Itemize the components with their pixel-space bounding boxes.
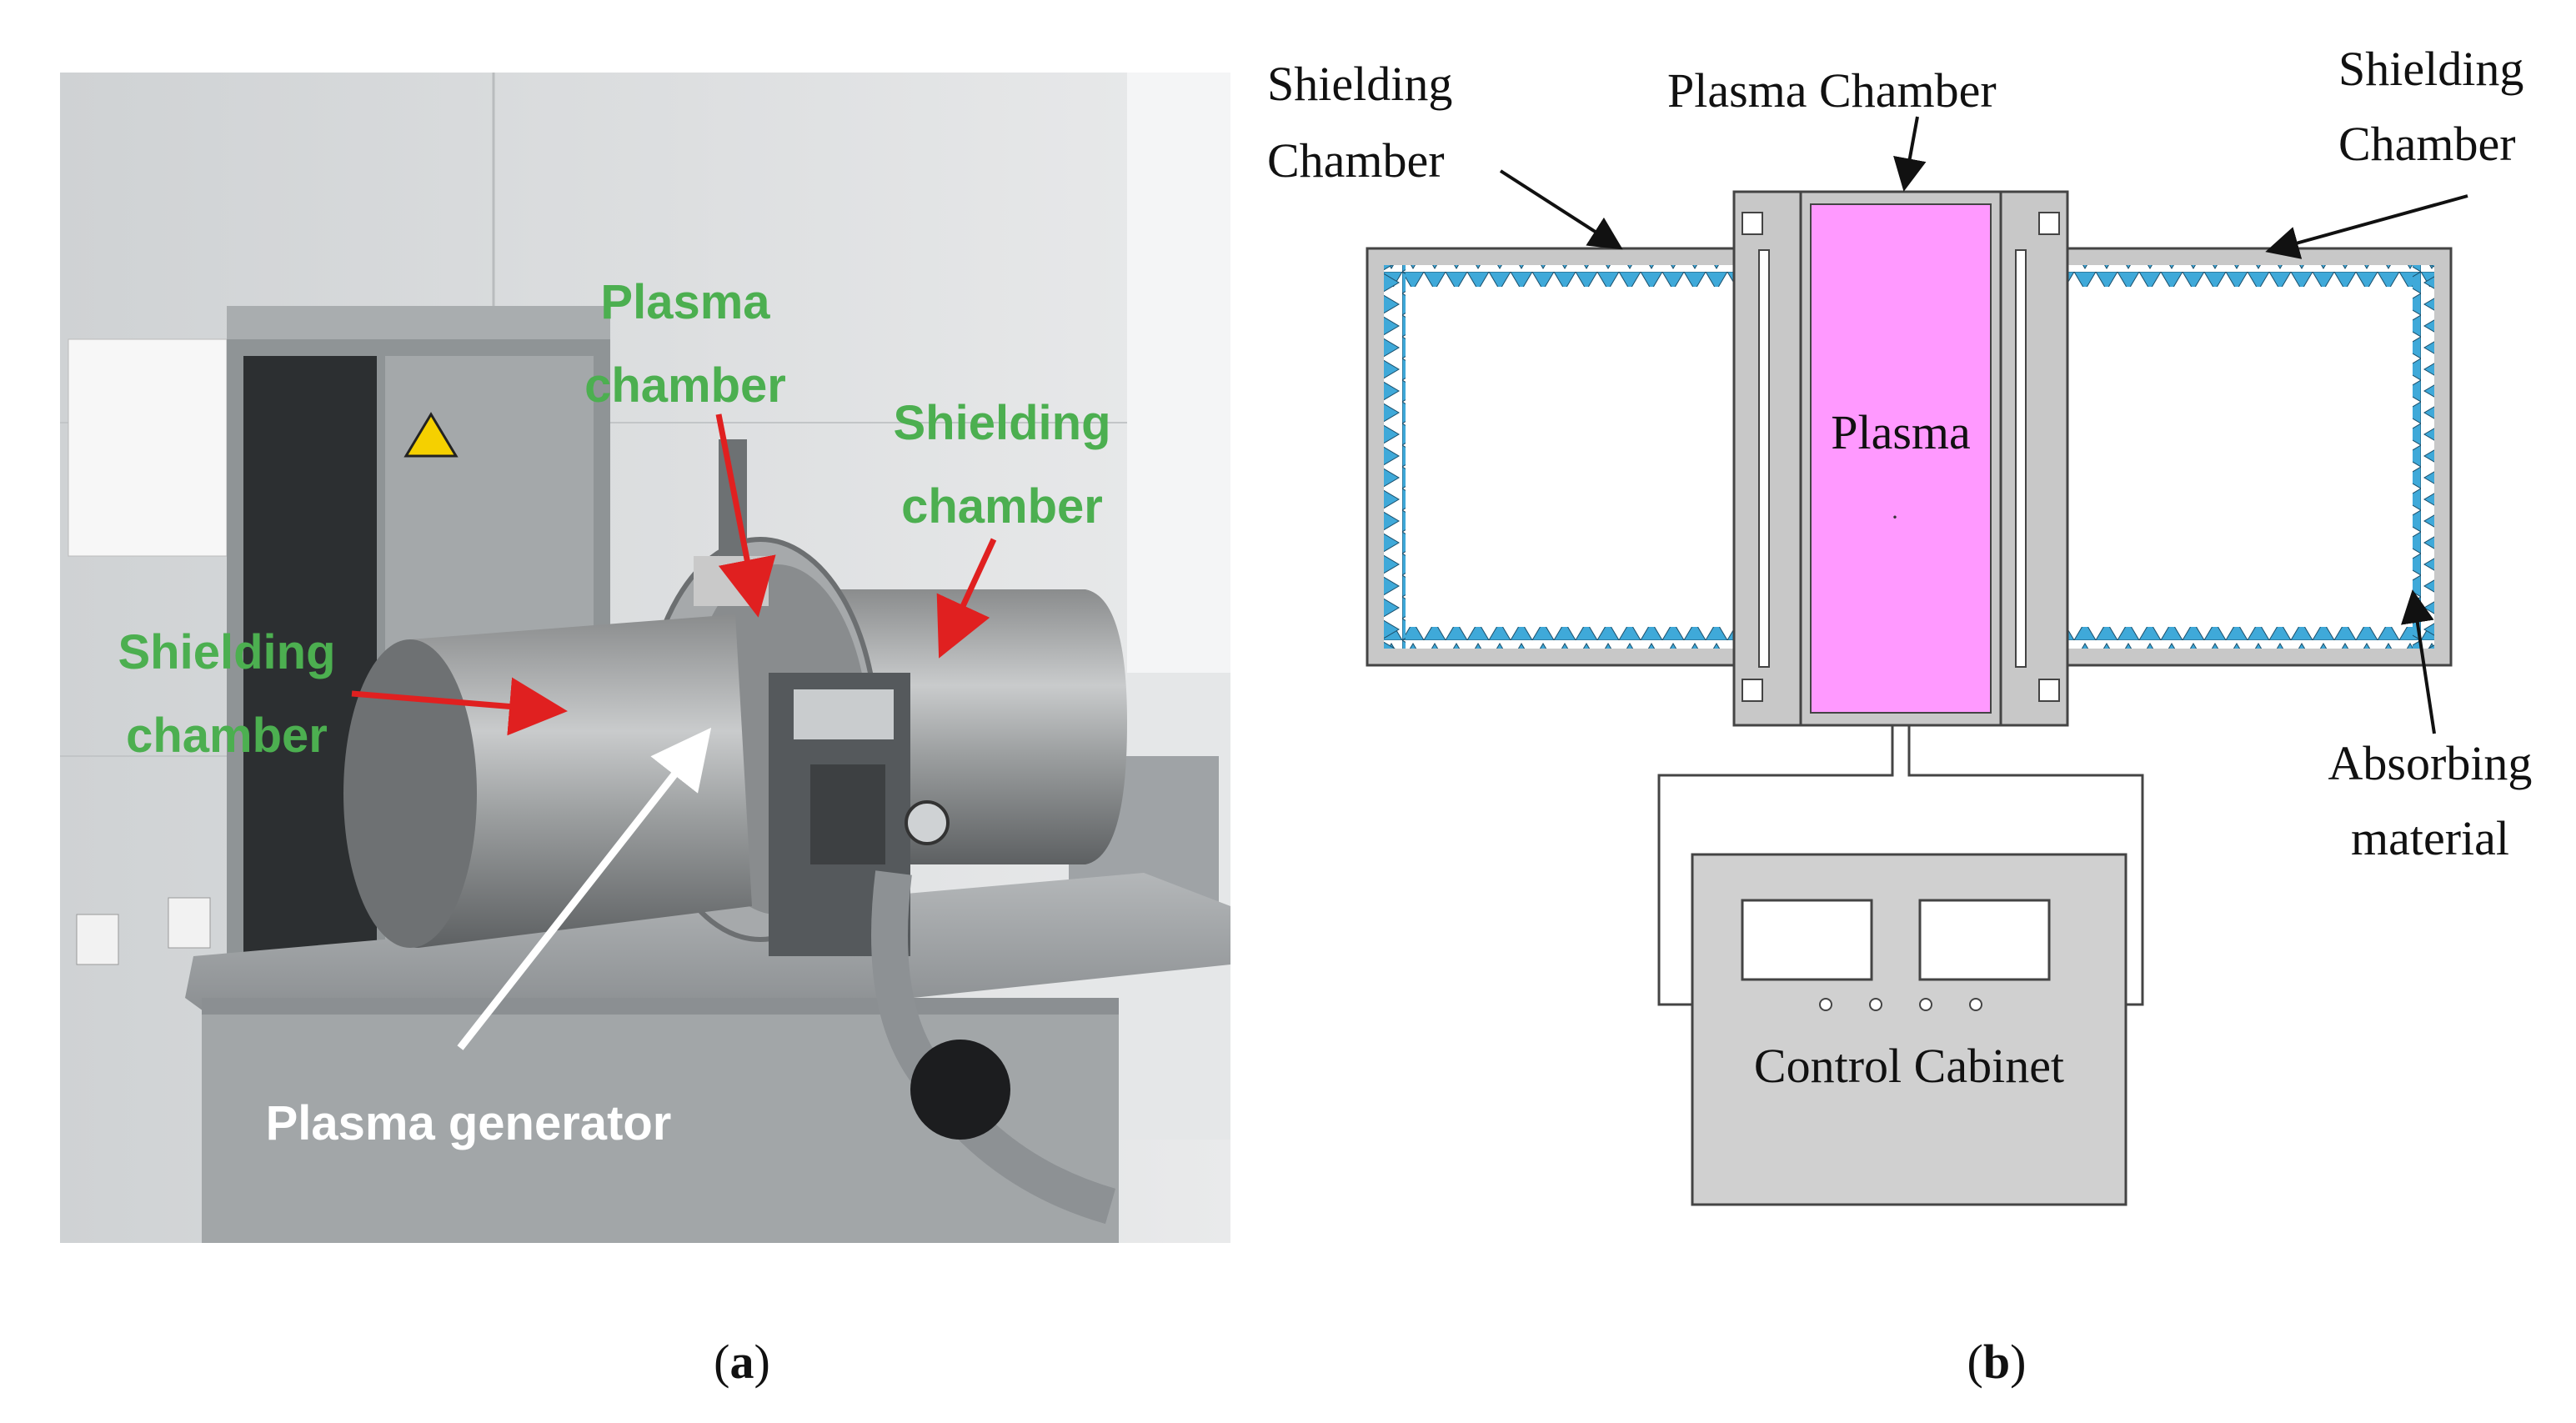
- arrow-plasma-chamber: [715, 413, 776, 618]
- cabinet-knob: [1969, 998, 1982, 1011]
- arrow-plasma-generator: [457, 727, 712, 1050]
- label-absorbing-line2: material: [2351, 811, 2509, 865]
- cabinet-knob: [1819, 998, 1832, 1011]
- photo-label-shielding-left-line1: Shielding: [118, 625, 336, 679]
- cabinet-knob: [1919, 998, 1932, 1011]
- valve-wheel: [910, 1040, 1010, 1140]
- caption-a-letter: a: [729, 1335, 754, 1389]
- plasma-region: [1810, 203, 1992, 714]
- control-cabinet-label: Control Cabinet: [1754, 1039, 2064, 1093]
- caption-a: (a): [714, 1335, 770, 1389]
- arrow-shielding-left: [1499, 169, 1623, 250]
- absorbing-material: [1384, 265, 1406, 649]
- caption-b-letter: b: [1982, 1335, 2011, 1389]
- photo-label-plasma-chamber-line2: chamber: [584, 358, 786, 413]
- warning-icon: [403, 412, 459, 458]
- cabinet-display-left: [1741, 899, 1873, 981]
- wall-notice: [68, 338, 228, 557]
- absorbing-material: [1384, 627, 1734, 649]
- label-shielding-right-line2: Chamber: [2338, 117, 2516, 171]
- arrow-plasma-chamber: [1893, 116, 1927, 192]
- photo-label-plasma-chamber-line1: Plasma: [600, 275, 770, 329]
- shielding-chamber-left-box: [1366, 247, 1736, 667]
- cabinet-knob: [1869, 998, 1882, 1011]
- cabinet-display-right: [1918, 899, 2051, 981]
- photo-label-shielding-right-line2: chamber: [901, 479, 1103, 534]
- arrow-shielding-right: [936, 538, 997, 659]
- shielding-chamber-right-box: [2066, 247, 2453, 667]
- label-shielding-right-line1: Shielding: [2338, 42, 2523, 96]
- label-plasma-chamber: Plasma Chamber: [1667, 63, 1997, 118]
- plasma-dot: ·: [1891, 504, 1899, 531]
- caption-b: (b): [1967, 1335, 2027, 1389]
- photo-label-plasma-generator: Plasma generator: [266, 1096, 672, 1150]
- arrow-absorbing-material: [2401, 589, 2436, 734]
- photo-label-shielding-right-line1: Shielding: [894, 396, 1111, 450]
- absorbing-material: [2413, 265, 2434, 649]
- photo-label-shielding-left-line2: chamber: [126, 709, 328, 763]
- absorbing-material: [2067, 265, 2434, 287]
- absorbing-material: [1384, 265, 1734, 287]
- arrow-shielding-left: [351, 677, 568, 736]
- arrow-shielding-right: [2265, 194, 2468, 259]
- outlet: [168, 897, 211, 949]
- outlet: [76, 914, 119, 965]
- label-shielding-left-line1: Shielding: [1267, 57, 1452, 111]
- absorbing-material: [2067, 627, 2434, 649]
- plasma-chamber-box: Plasma ·: [1732, 190, 2069, 727]
- control-cabinet: Control Cabinet: [1691, 853, 2127, 1206]
- label-absorbing-line1: Absorbing: [2328, 736, 2533, 790]
- plasma-label: Plasma: [1831, 405, 1971, 459]
- photo-panel: Plasma chamber Shielding chamber Shieldi…: [60, 73, 1230, 1243]
- label-shielding-left-line2: Chamber: [1267, 133, 1445, 188]
- diagram-panel: Plasma · Control Cabinet Shielding Chamb…: [1267, 42, 2533, 1206]
